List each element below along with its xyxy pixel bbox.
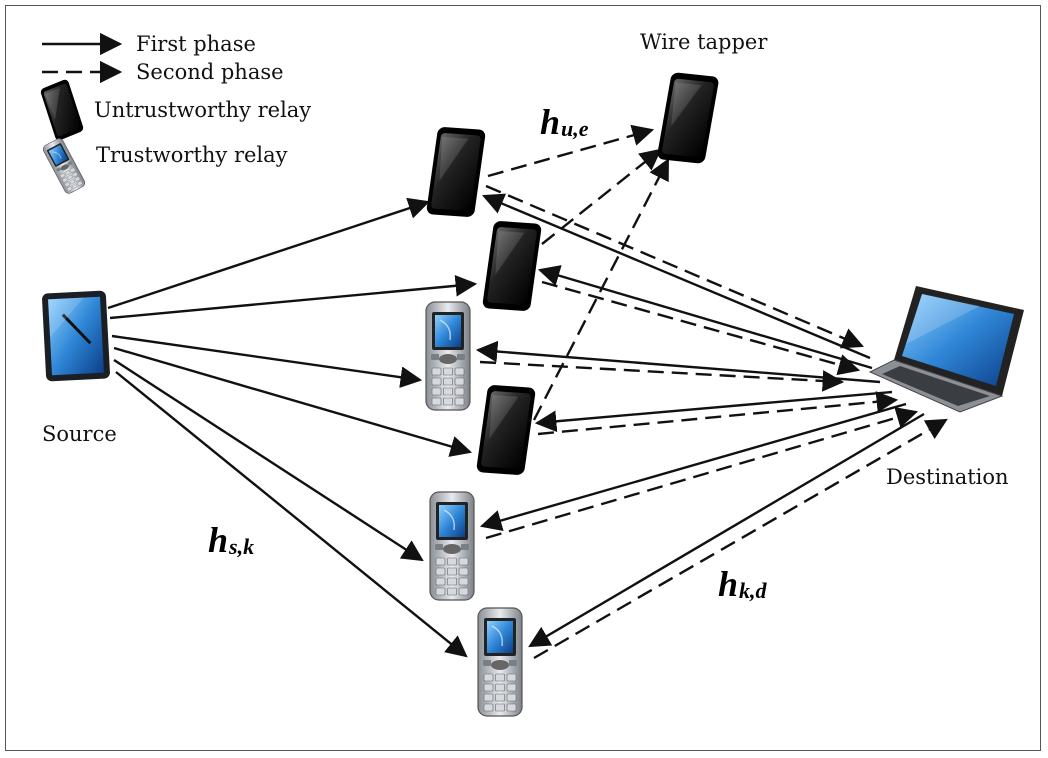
stylus-icon [61,313,92,345]
link-dest-relay2 [537,265,873,370]
link-dest-relay1 [482,193,871,360]
trustworthy-relay-3 [477,607,523,717]
link-source-relay6 [115,371,468,658]
dlink-relay4-dest [537,391,899,436]
link-source-relay4 [113,346,473,457]
link-dest-relay4 [534,390,893,433]
wiretapper-label: Wire tapper [640,30,768,54]
link-source-relay2 [109,275,478,320]
second-phase-destination-links [479,184,948,660]
channel-label-h-sk: hs,k [208,520,254,560]
wiretapper-phone-icon [656,71,720,165]
link-source-relay1 [107,197,431,310]
link-source-relay3 [111,334,423,388]
legend-untrustworthy: Untrustworthy relay [94,98,311,122]
first-phase-destination-links [475,193,925,648]
first-phase-source-links [107,197,478,658]
destination-node: Destination [868,286,1024,489]
elink-relay1-tapper [487,124,655,178]
trustworthy-relay-1 [425,301,471,411]
untrustworthy-relay-3 [475,384,537,476]
dlink-relay6-dest [533,418,948,660]
dlink-relay2-dest [541,280,861,376]
untrustworthy-relay-2 [481,220,543,312]
channel-label-h-kd: hk,d [718,564,768,604]
wiretapper-node: Wire tapper [640,30,768,165]
link-dest-relay5 [479,402,907,532]
source-label: Source [42,422,117,446]
link-dest-relay3 [475,340,881,384]
legend-untrustworthy-phone-icon [36,78,88,142]
trustworthy-relay-2 [429,491,475,601]
source-node: Source [42,290,117,446]
channel-label-h-ue: hu,e [540,102,589,142]
destination-label: Destination [886,465,1009,489]
elink-relay4-tapper [532,158,670,421]
untrustworthy-relay-1 [425,126,487,218]
link-source-relay5 [113,358,424,562]
legend: First phase Second phase Untrustworthy r… [36,32,311,196]
dlink-relay1-dest [485,184,864,349]
elink-relay2-tapper [541,148,662,245]
legend-trustworthy: Trustworthy relay [96,143,288,167]
link-dest-relay6 [528,412,925,648]
legend-trustworthy-phone-icon [41,136,87,196]
figure-frame [5,5,1041,751]
dlink-relay5-dest [485,407,919,540]
second-phase-eavesdrop-links [487,124,670,421]
legend-second-phase: Second phase [136,60,284,84]
legend-first-phase: First phase [136,32,256,56]
laptop-icon [868,286,1024,413]
dlink-relay3-dest [479,360,845,392]
